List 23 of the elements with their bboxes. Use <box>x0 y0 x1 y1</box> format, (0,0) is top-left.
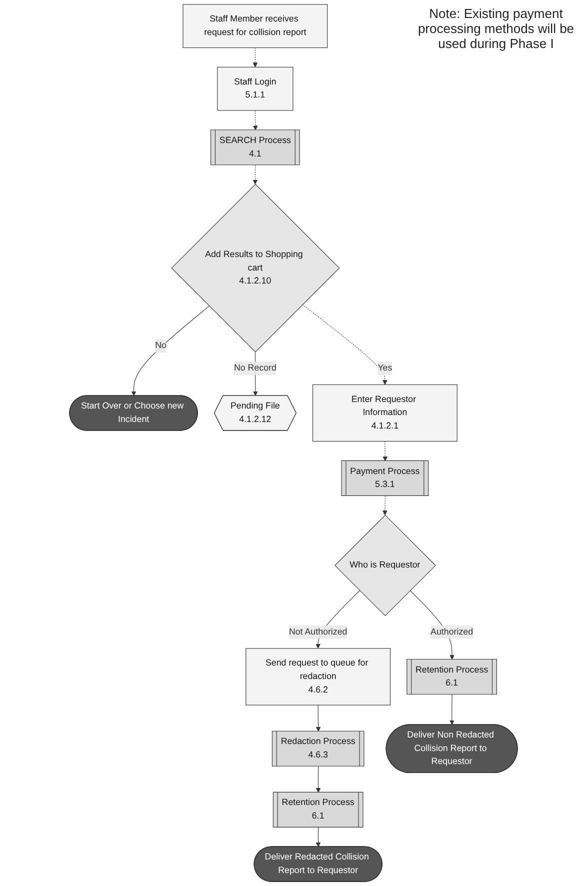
edge-label: Not Authorized <box>288 627 348 636</box>
arrow <box>131 306 210 396</box>
node-diamond: Add Results to Shopping cart 4.1.2.10 <box>171 184 340 352</box>
arrow <box>316 704 321 732</box>
note-text: Note: Existing payment processing methods will be used during Phase I <box>416 6 576 51</box>
node-box: Staff Login 5.1.1 <box>217 66 294 111</box>
arrow <box>316 827 321 848</box>
arrow <box>252 164 258 184</box>
arrow <box>382 496 388 516</box>
arrow <box>450 694 454 725</box>
arrow <box>316 766 321 793</box>
edge-label: No <box>155 340 166 350</box>
edge-label: No Record <box>234 363 276 373</box>
node-box: Enter Requestor Information 4.1.2.1 <box>312 384 458 442</box>
arrow <box>252 47 258 68</box>
arrow <box>252 110 258 130</box>
node-box: Staff Member receives request for collision report <box>182 4 328 48</box>
node-box: Send request to queue for redaction 4.6.2 <box>246 648 391 706</box>
arrow <box>382 441 388 462</box>
arrow <box>302 304 388 385</box>
edge-label: Yes <box>378 363 392 373</box>
edge-label: Authorized <box>430 627 474 636</box>
node-diamond: Who is Requestor <box>334 514 436 616</box>
